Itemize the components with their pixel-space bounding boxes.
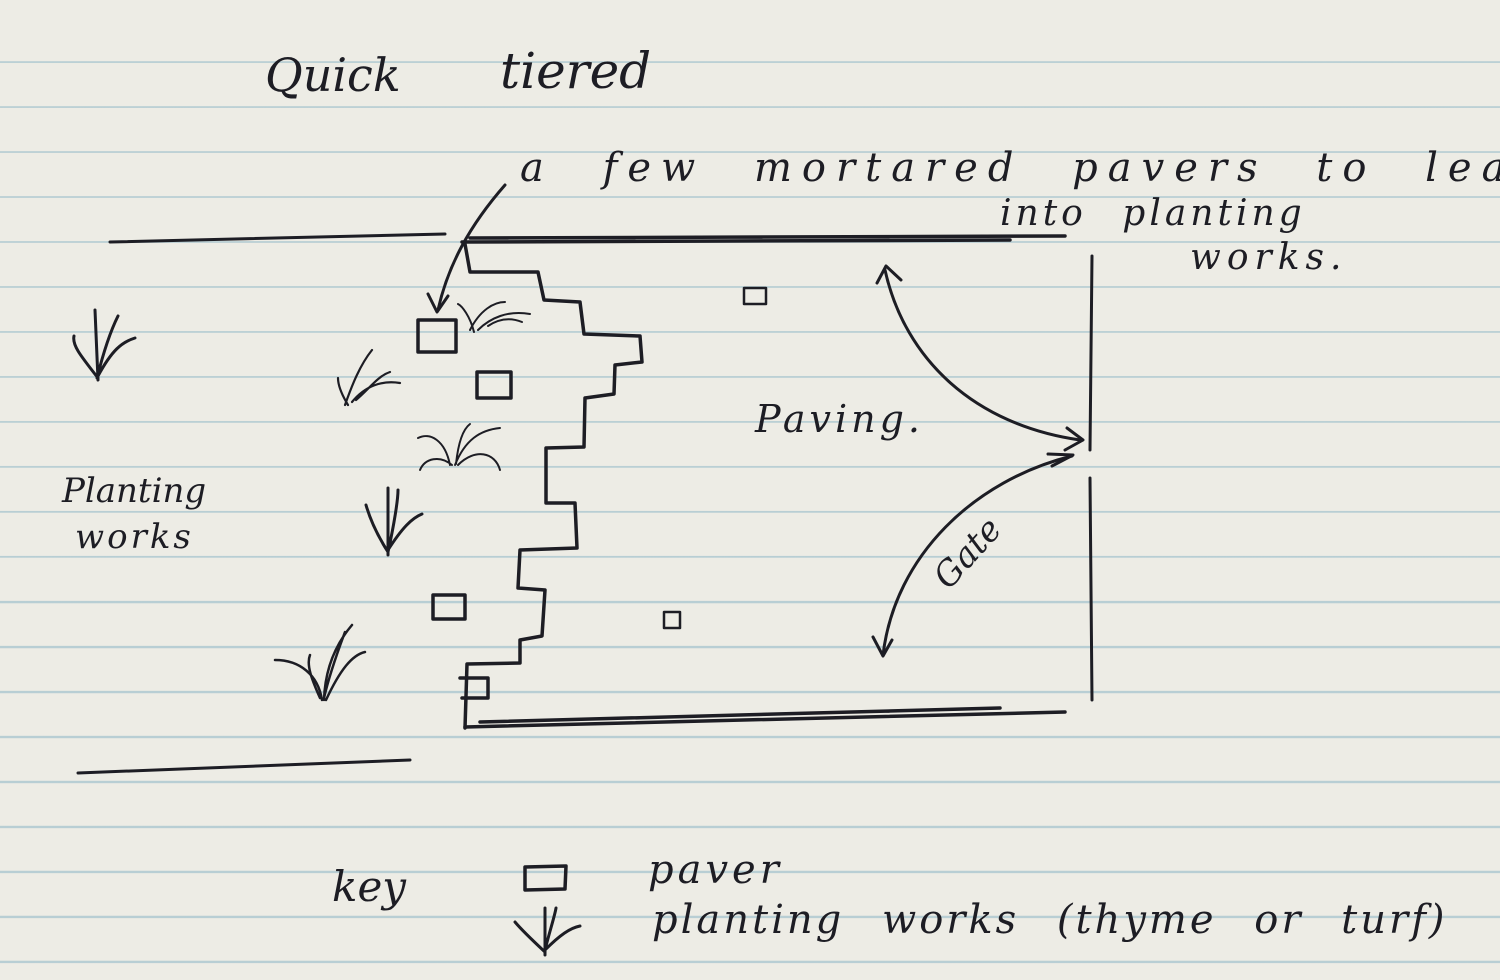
planting-icon: [72, 308, 137, 382]
annotation-line-2: into planting: [1000, 193, 1306, 234]
key-planting-label: planting works (thyme or turf): [652, 897, 1448, 943]
label-planting: Planting: [62, 471, 207, 511]
annotation-arrowhead: [426, 292, 450, 314]
fence-right-lower: [1088, 476, 1094, 702]
planting-icon: [457, 301, 531, 333]
paving-bottom-edge: [463, 706, 1067, 729]
label-works: works: [75, 517, 194, 557]
boundary-line-top: [108, 232, 447, 244]
annotation-line-1: a few mortared pavers to lead: [520, 145, 1500, 191]
planting-icon: [336, 348, 402, 407]
title-word-quick: Quick: [265, 48, 401, 102]
boundary-line-bottom: [76, 758, 412, 775]
key-paver-symbol-icon: [523, 864, 568, 892]
paver-icon: [416, 318, 458, 354]
key-paver-label: paver: [648, 847, 783, 893]
gate-arrowhead-lower-a: [1046, 452, 1075, 468]
tiered-step-edge: [463, 242, 644, 730]
paver-icon: [742, 286, 768, 306]
annotation-leader-arrow: [436, 183, 507, 312]
key-heading: key: [332, 862, 407, 911]
annotation-line-3: works.: [1190, 237, 1348, 278]
title-word-tiered: tiered: [500, 42, 652, 100]
planting-icon: [364, 486, 424, 557]
paver-icon: [662, 610, 682, 630]
gate-arrowhead-upper-a: [875, 264, 903, 285]
paver-icon: [475, 370, 513, 400]
gate-arrowhead-upper-b: [1063, 426, 1085, 452]
paver-icon: [458, 676, 490, 700]
planting-icon: [273, 623, 367, 702]
key-planting-symbol-icon: [513, 906, 582, 957]
label-paving: Paving.: [755, 397, 925, 441]
fence-right-upper: [1088, 254, 1094, 452]
paving-top-edge: [460, 234, 1067, 244]
gate-arrowhead-lower-b: [871, 635, 894, 658]
paver-icon: [431, 593, 467, 621]
gate-swing-lower: [881, 454, 1074, 657]
gate-swing-upper: [883, 268, 1082, 442]
planting-icon: [417, 423, 501, 471]
